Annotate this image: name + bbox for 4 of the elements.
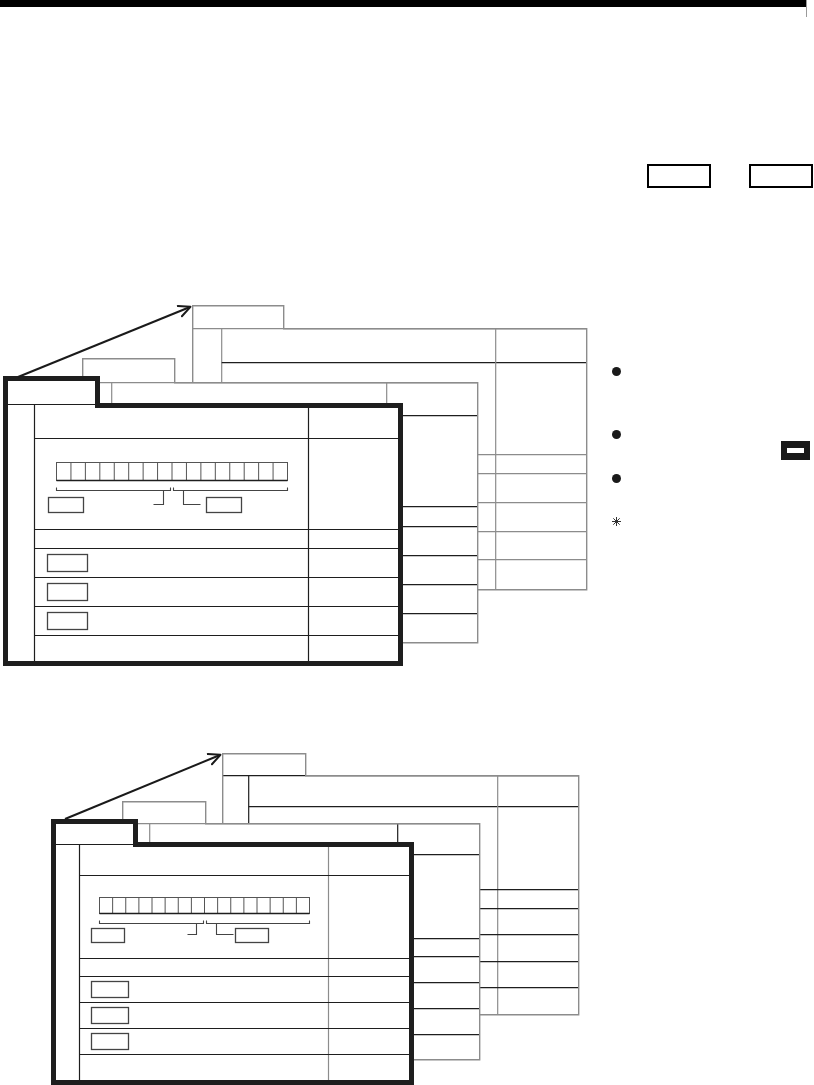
arrow [64,753,222,820]
table-sheet [1,374,404,667]
table-sheet [49,817,415,1085]
arrow [17,305,192,378]
